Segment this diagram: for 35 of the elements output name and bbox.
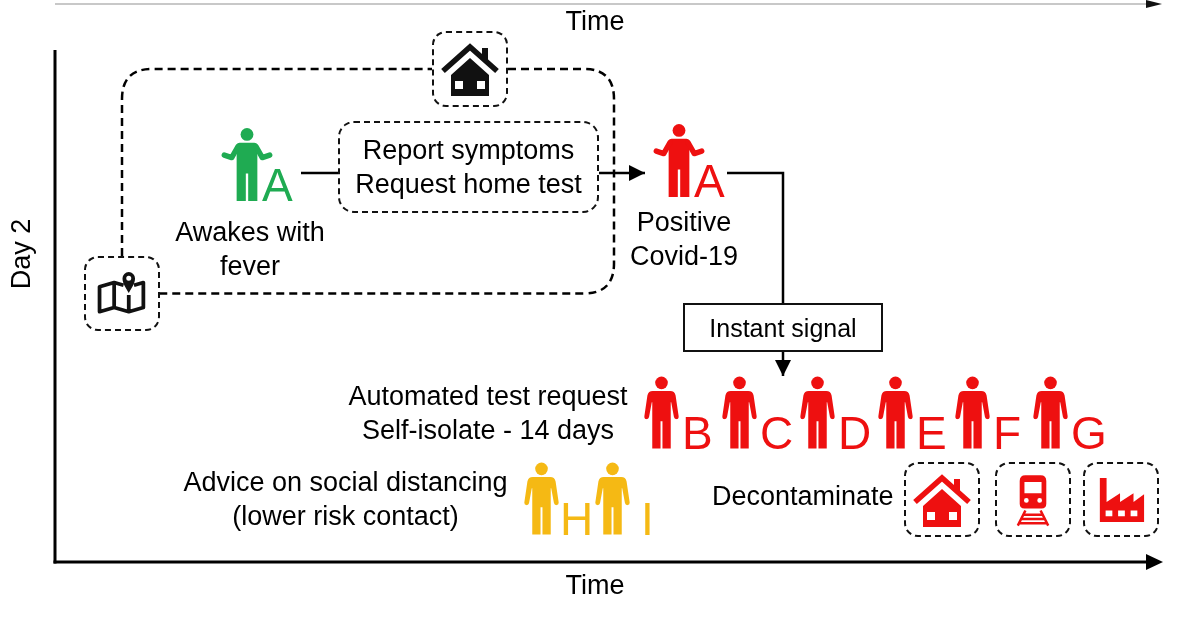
- person-letter: I: [641, 501, 654, 537]
- person-letter: A: [694, 163, 725, 199]
- icon-frame: [995, 462, 1071, 537]
- axis-label: Time: [565, 569, 625, 602]
- box-text: Report symptoms: [362, 134, 575, 167]
- process-box: [683, 303, 883, 352]
- axis-label: Day 2: [5, 218, 37, 290]
- annotation-text: Advice on social distancing (lower risk contact): [182, 466, 509, 533]
- person-letter: D: [838, 415, 872, 451]
- annotation-text: Decontaminate: [712, 480, 894, 513]
- person-letter: H: [560, 501, 594, 537]
- axis-label: Time: [565, 5, 625, 38]
- arrow: [775, 352, 791, 376]
- person-caption: Awakes with fever: [174, 216, 326, 283]
- dashed-connector: [120, 67, 432, 256]
- connector: [301, 171, 338, 175]
- icon-frame: [84, 256, 160, 331]
- process-box: [338, 121, 599, 213]
- person-caption: Positive Covid-19: [628, 206, 740, 273]
- box-text: Request home test: [355, 168, 582, 201]
- icon-frame: [432, 31, 508, 107]
- box-text: Instant signal: [709, 312, 857, 344]
- person-letter: B: [682, 415, 713, 451]
- arrow: [599, 165, 645, 181]
- connector: [727, 171, 785, 303]
- person-letter: F: [993, 415, 1022, 451]
- person-letter: G: [1071, 415, 1107, 451]
- person-letter: C: [760, 415, 794, 451]
- person-letter: A: [262, 167, 293, 203]
- dashed-connector: [160, 67, 616, 295]
- annotation-text: Self-isolate - 14 days: [361, 414, 615, 447]
- annotation-text: Automated test request: [348, 380, 628, 413]
- person-letter: E: [916, 415, 947, 451]
- icon-frame: [1083, 462, 1159, 537]
- icon-frame: [904, 462, 980, 537]
